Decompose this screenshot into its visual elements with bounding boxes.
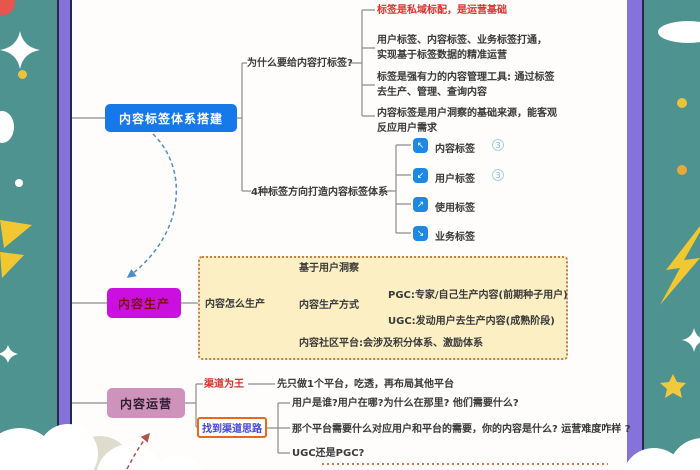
arrow-down-right-marker-icon: ↘ [413, 226, 428, 241]
line: 实现基于标签数据的精准运营 [377, 50, 507, 61]
count-badge[interactable]: 3 [492, 139, 504, 151]
topic-how-to-produce[interactable]: 内容怎么生产 [205, 299, 265, 310]
topic-ugc-or-pgc[interactable]: UGC还是PGC? [292, 448, 365, 459]
cloud-shape [38, 424, 98, 470]
topic-who-are-users[interactable]: 用户是谁?用户在哪?为什么在那里? 他们需要什么? [292, 398, 519, 409]
white-dot [15, 179, 23, 187]
node-content-operation[interactable]: 内容运营 [107, 388, 185, 418]
coral-corner-blob [0, 0, 15, 15]
arrow-up-right-marker-icon: ↗ [413, 197, 428, 212]
yellow-dot [677, 98, 687, 108]
tag-item-usage[interactable]: 使用标签 [435, 203, 475, 214]
line: 标签是强有力的内容管理工具: 通过标签 [377, 72, 555, 83]
topic-platform-needs[interactable]: 那个平台需要什么对应用户和平台的需要，你的内容是什么? 运营难度咋样 ? [292, 424, 631, 435]
arrow-up-left-marker-icon: ↖ [413, 138, 428, 153]
topic-user-insight[interactable]: 基于用户洞察 [299, 263, 359, 274]
topic-why-tag-content[interactable]: 为什么要给内容打标签? [247, 58, 353, 69]
left-background-panel [0, 0, 59, 470]
tag-item-user[interactable]: 用户标签 [435, 174, 475, 185]
frame-left-strip [57, 0, 72, 470]
topic-tag-standard[interactable]: 标签是私域标配，是运营基础 [377, 5, 507, 16]
highlighted-channel-idea-box[interactable]: 找到渠道思路 [197, 417, 267, 438]
yellow-dot [18, 70, 27, 79]
count-badge[interactable]: 3 [492, 169, 504, 181]
topic-tag-insight-source[interactable]: 内容标签是用户洞察的基础来源，能客观 反应用户需求 [377, 106, 557, 136]
white-blob [0, 111, 14, 143]
yellow-panel [198, 256, 568, 360]
line: 内容标签是用户洞察的基础来源，能客观 [377, 108, 557, 119]
arrow-down-left-marker-icon: ↙ [413, 168, 428, 183]
tag-item-content[interactable]: 内容标签 [435, 144, 475, 155]
line: 反应用户需求 [377, 123, 437, 134]
topic-tag-tool[interactable]: 标签是强有力的内容管理工具: 通过标签 去生产、管理、查询内容 [377, 70, 554, 100]
node-content-production[interactable]: 内容生产 [107, 288, 181, 318]
frame-right-strip [625, 0, 644, 470]
white-blob [658, 21, 700, 43]
line: 去生产、管理、查询内容 [377, 87, 487, 98]
topic-production-method[interactable]: 内容生产方式 [299, 300, 359, 311]
topic-four-tag-directions[interactable]: 4种标签方向打造内容标签体系 [251, 187, 388, 198]
node-tag-system[interactable]: 内容标签体系搭建 [105, 104, 237, 132]
cloud-shape [150, 456, 206, 470]
topic-one-platform-first[interactable]: 先只做1个平台，吃透，再布局其他平台 [277, 379, 454, 390]
line: 用户标签、内容标签、业务标签打通， [377, 35, 547, 46]
right-background-panel [644, 0, 700, 470]
topic-pgc[interactable]: PGC:专家/自己生产内容(前期种子用户) [388, 290, 568, 301]
yellow-dot [677, 165, 687, 175]
topic-tag-connect[interactable]: 用户标签、内容标签、业务标签打通， 实现基于标签数据的精准运营 [377, 33, 547, 63]
tag-item-business[interactable]: 业务标签 [435, 232, 475, 243]
topic-ugc[interactable]: UGC:发动用户去生产内容(成熟阶段) [388, 316, 555, 327]
topic-community-platform[interactable]: 内容社区平台:会涉及积分体系、激励体系 [299, 338, 483, 349]
topic-channel-is-king[interactable]: 渠道为王 [204, 379, 244, 390]
